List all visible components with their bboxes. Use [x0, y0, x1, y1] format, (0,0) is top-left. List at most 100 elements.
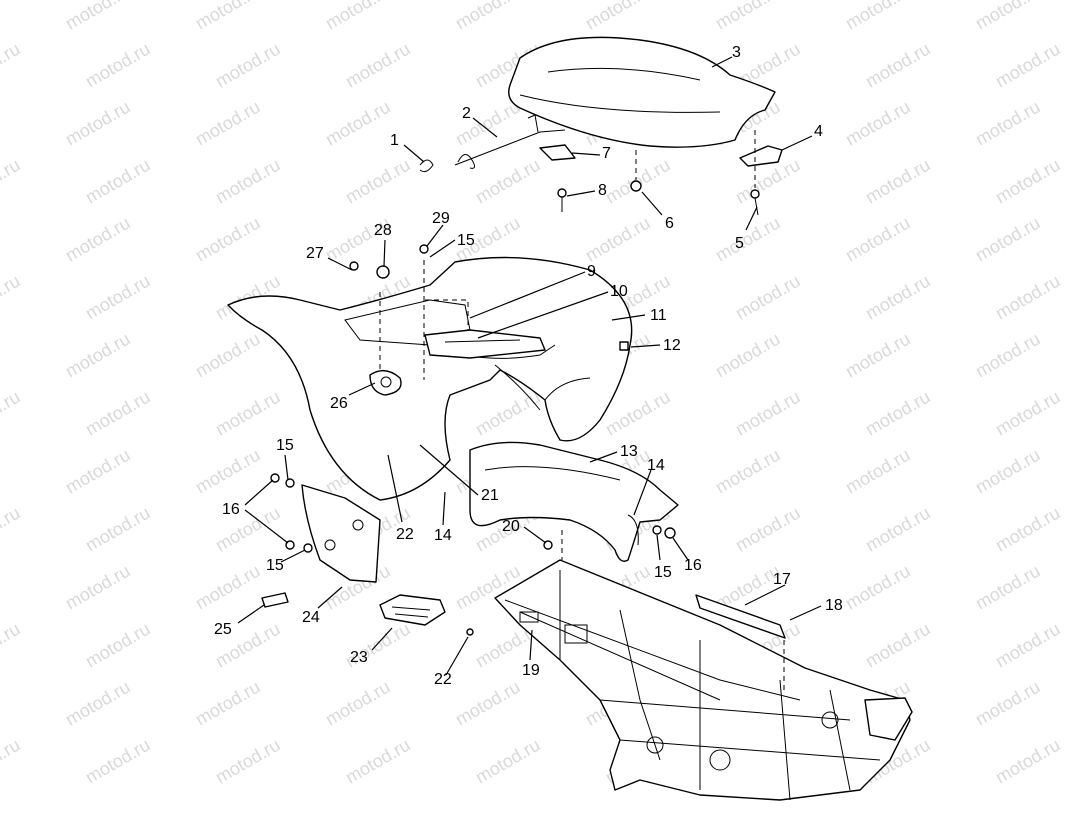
- watermark-text: motod.ru: [192, 0, 264, 33]
- mounting-plate: [261, 592, 289, 608]
- watermark-text: motod.ru: [472, 387, 544, 440]
- watermark-text: motod.ru: [82, 619, 154, 672]
- watermark-text: motod.ru: [842, 97, 914, 150]
- callout-16-panel: 16: [684, 557, 702, 574]
- watermark-text: motod.ru: [0, 387, 24, 440]
- callout-3: 3: [732, 44, 741, 61]
- watermark-text: motod.ru: [62, 213, 134, 266]
- watermark-text: motod.ru: [0, 0, 4, 33]
- watermark-text: motod.ru: [62, 445, 134, 498]
- support-bar: [695, 594, 786, 690]
- callout-12: 12: [663, 337, 681, 354]
- seat: [508, 36, 776, 148]
- watermark-text: motod.ru: [0, 503, 24, 556]
- watermark-text: motod.ru: [212, 387, 284, 440]
- watermark-text: motod.ru: [712, 213, 784, 266]
- vehicle-frame: [494, 559, 913, 801]
- watermark-text: motod.ru: [842, 0, 914, 33]
- watermark-text: motod.ru: [212, 39, 284, 92]
- watermark-text: motod.ru: [0, 445, 4, 498]
- watermark-text: motod.ru: [82, 735, 154, 788]
- watermark-text: motod.ru: [862, 271, 934, 324]
- callout-22-fender: 22: [396, 526, 414, 543]
- storage-tray: [424, 329, 546, 359]
- watermark-text: motod.ru: [62, 561, 134, 614]
- watermark-text: motod.ru: [0, 39, 24, 92]
- watermark-text: motod.ru: [322, 97, 394, 150]
- watermark-text: motod.ru: [862, 155, 934, 208]
- watermark-text: motod.ru: [972, 329, 1044, 382]
- watermark-text: motod.ru: [62, 329, 134, 382]
- watermark-text: motod.ru: [582, 0, 654, 33]
- watermark-text: motod.ru: [192, 213, 264, 266]
- watermark-text: motod.ru: [582, 213, 654, 266]
- watermark-text: motod.ru: [342, 39, 414, 92]
- callout-14-panel: 14: [647, 457, 665, 474]
- watermark-text: motod.ru: [972, 97, 1044, 150]
- watermark-text: motod.ru: [842, 445, 914, 498]
- watermark-text: motod.ru: [452, 677, 524, 730]
- callout-15-flap-top: 15: [276, 437, 294, 454]
- flap-bracket: [379, 594, 446, 626]
- callout-23: 23: [350, 649, 368, 666]
- watermark-text: motod.ru: [842, 329, 914, 382]
- watermark-text: motod.ru: [342, 155, 414, 208]
- watermark-text: motod.ru: [992, 735, 1064, 788]
- watermark-text: motod.ru: [0, 735, 24, 788]
- watermark-text: motod.ru: [192, 445, 264, 498]
- watermark-text: motod.ru: [0, 561, 4, 614]
- watermark-text: motod.ru: [82, 387, 154, 440]
- watermark-text: motod.ru: [452, 0, 524, 33]
- callout-10: 10: [610, 283, 628, 300]
- callout-28: 28: [374, 222, 392, 239]
- watermark-text: motod.ru: [82, 39, 154, 92]
- callout-9: 9: [587, 263, 596, 280]
- callout-26: 26: [330, 395, 348, 412]
- watermark-text: motod.ru: [992, 155, 1064, 208]
- callout-4: 4: [814, 123, 823, 140]
- callout-13: 13: [620, 443, 638, 460]
- watermark-text: motod.ru: [972, 0, 1044, 33]
- callout-labels: 1 2 3 4 5 6 7 8 9 10 11 12 13 14 14 15 1…: [214, 44, 843, 688]
- watermark-text: motod.ru: [972, 445, 1044, 498]
- watermark-text: motod.ru: [992, 39, 1064, 92]
- watermark-text: motod.ru: [192, 97, 264, 150]
- watermark-text: motod.ru: [192, 677, 264, 730]
- watermark-text: motod.ru: [842, 213, 914, 266]
- watermark-text: motod.ru: [842, 561, 914, 614]
- callout-2: 2: [462, 105, 471, 122]
- assembly-guides: [561, 130, 756, 560]
- watermark-text: motod.ru: [322, 213, 394, 266]
- callout-16-flap: 16: [222, 501, 240, 518]
- mud-flap: [301, 484, 381, 583]
- watermark-text: motod.ru: [472, 735, 544, 788]
- watermark-text: motod.ru: [992, 503, 1064, 556]
- seat-bracket: [739, 145, 783, 167]
- rear-fender: [227, 256, 633, 501]
- callout-15-top: 15: [457, 232, 475, 249]
- callout-18: 18: [825, 597, 843, 614]
- watermark-text: motod.ru: [972, 677, 1044, 730]
- watermark-text: motod.ru: [342, 735, 414, 788]
- latch-clip: [619, 341, 629, 351]
- callout-6: 6: [665, 215, 674, 232]
- watermark-text: motod.ru: [322, 0, 394, 33]
- callout-1: 1: [390, 132, 399, 149]
- watermark-text: motod.ru: [732, 503, 804, 556]
- watermark-text: motod.ru: [472, 155, 544, 208]
- seat-latch-assembly: [419, 114, 576, 173]
- callout-5: 5: [735, 235, 744, 252]
- watermark-text: motod.ru: [992, 619, 1064, 672]
- leader-lines: [237, 56, 822, 676]
- watermark-text: motod.ru: [0, 619, 24, 672]
- watermark-text: motod.ru: [0, 213, 4, 266]
- callout-21: 21: [481, 487, 499, 504]
- watermark-text: motod.ru: [62, 97, 134, 150]
- callout-29: 29: [432, 210, 450, 227]
- watermark-text: motod.ru: [862, 39, 934, 92]
- callout-20: 20: [502, 518, 520, 535]
- callout-24: 24: [302, 609, 320, 626]
- watermark-text: motod.ru: [972, 561, 1044, 614]
- watermark-text: motod.ru: [0, 97, 4, 150]
